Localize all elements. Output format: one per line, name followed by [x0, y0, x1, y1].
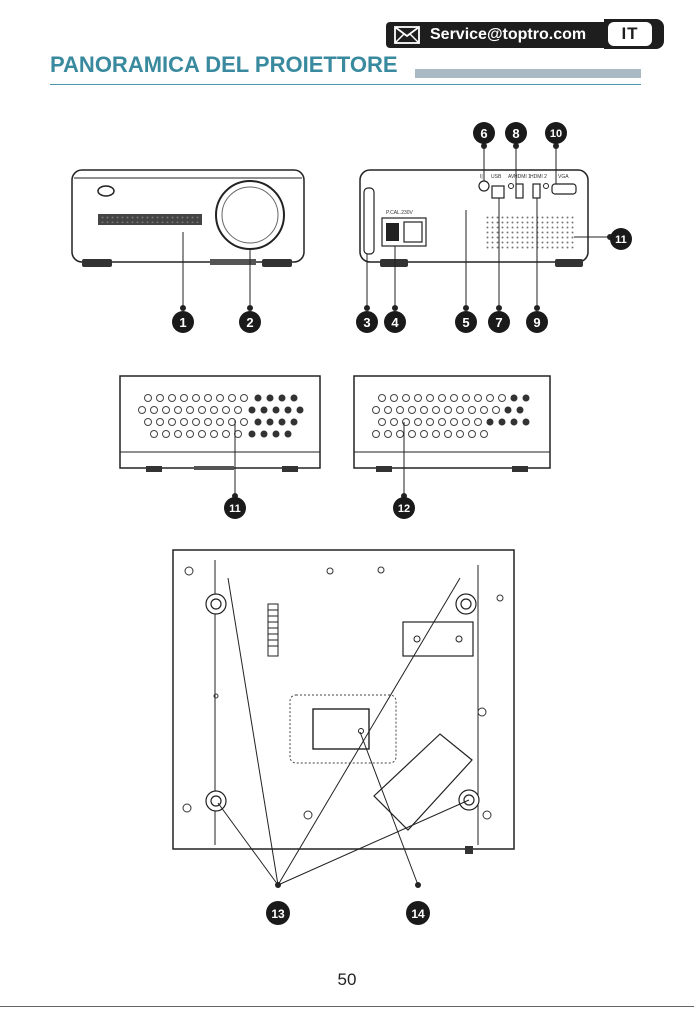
svg-text:9: 9: [533, 315, 540, 330]
svg-text:11: 11: [229, 503, 241, 515]
callout-1: 1: [172, 311, 194, 333]
projector-diagram: P.CAL.230V I| USB AV HDMI 1 HDMI 2 VGA: [0, 0, 694, 960]
svg-text:3: 3: [363, 315, 370, 330]
hdmi1-label: HDMI 1: [514, 174, 531, 180]
svg-text:13: 13: [271, 907, 285, 921]
callout-5: 5: [455, 311, 477, 333]
callout-4: 4: [384, 311, 406, 333]
svg-text:4: 4: [391, 315, 399, 330]
callout-9: 9: [526, 311, 548, 333]
svg-text:11: 11: [615, 234, 627, 246]
side-view-right: [354, 376, 550, 496]
callout-14: 14: [406, 901, 430, 925]
callout-10: 10: [545, 122, 567, 144]
callout-11-back: 11: [610, 228, 632, 250]
usb-label: USB: [491, 174, 502, 180]
callout-13: 13: [266, 901, 290, 925]
svg-text:14: 14: [411, 907, 425, 921]
callout-12: 12: [393, 497, 415, 519]
svg-text:8: 8: [512, 126, 519, 141]
page-number: 50: [0, 970, 694, 990]
callout-3: 3: [356, 311, 378, 333]
callout-8: 8: [505, 122, 527, 144]
vga-label: VGA: [558, 174, 569, 180]
callout-11-side: 11: [224, 497, 246, 519]
back-view: P.CAL.230V I| USB AV HDMI 1 HDMI 2 VGA: [360, 146, 610, 308]
side-view-left: [120, 376, 320, 496]
svg-text:I|: I|: [480, 174, 483, 180]
svg-text:12: 12: [398, 503, 410, 515]
svg-text:2: 2: [246, 315, 253, 330]
front-view: [72, 170, 304, 308]
bottom-view: [173, 550, 514, 888]
power-label: P.CAL.230V: [386, 210, 414, 216]
svg-text:6: 6: [480, 126, 487, 141]
svg-text:10: 10: [550, 128, 562, 140]
callout-7: 7: [488, 311, 510, 333]
svg-text:1: 1: [179, 315, 186, 330]
hdmi2-label: HDMI 2: [530, 174, 547, 180]
svg-text:7: 7: [495, 315, 502, 330]
svg-text:5: 5: [462, 315, 469, 330]
footer-rule: [0, 1006, 694, 1007]
callout-2: 2: [239, 311, 261, 333]
callout-6: 6: [473, 122, 495, 144]
